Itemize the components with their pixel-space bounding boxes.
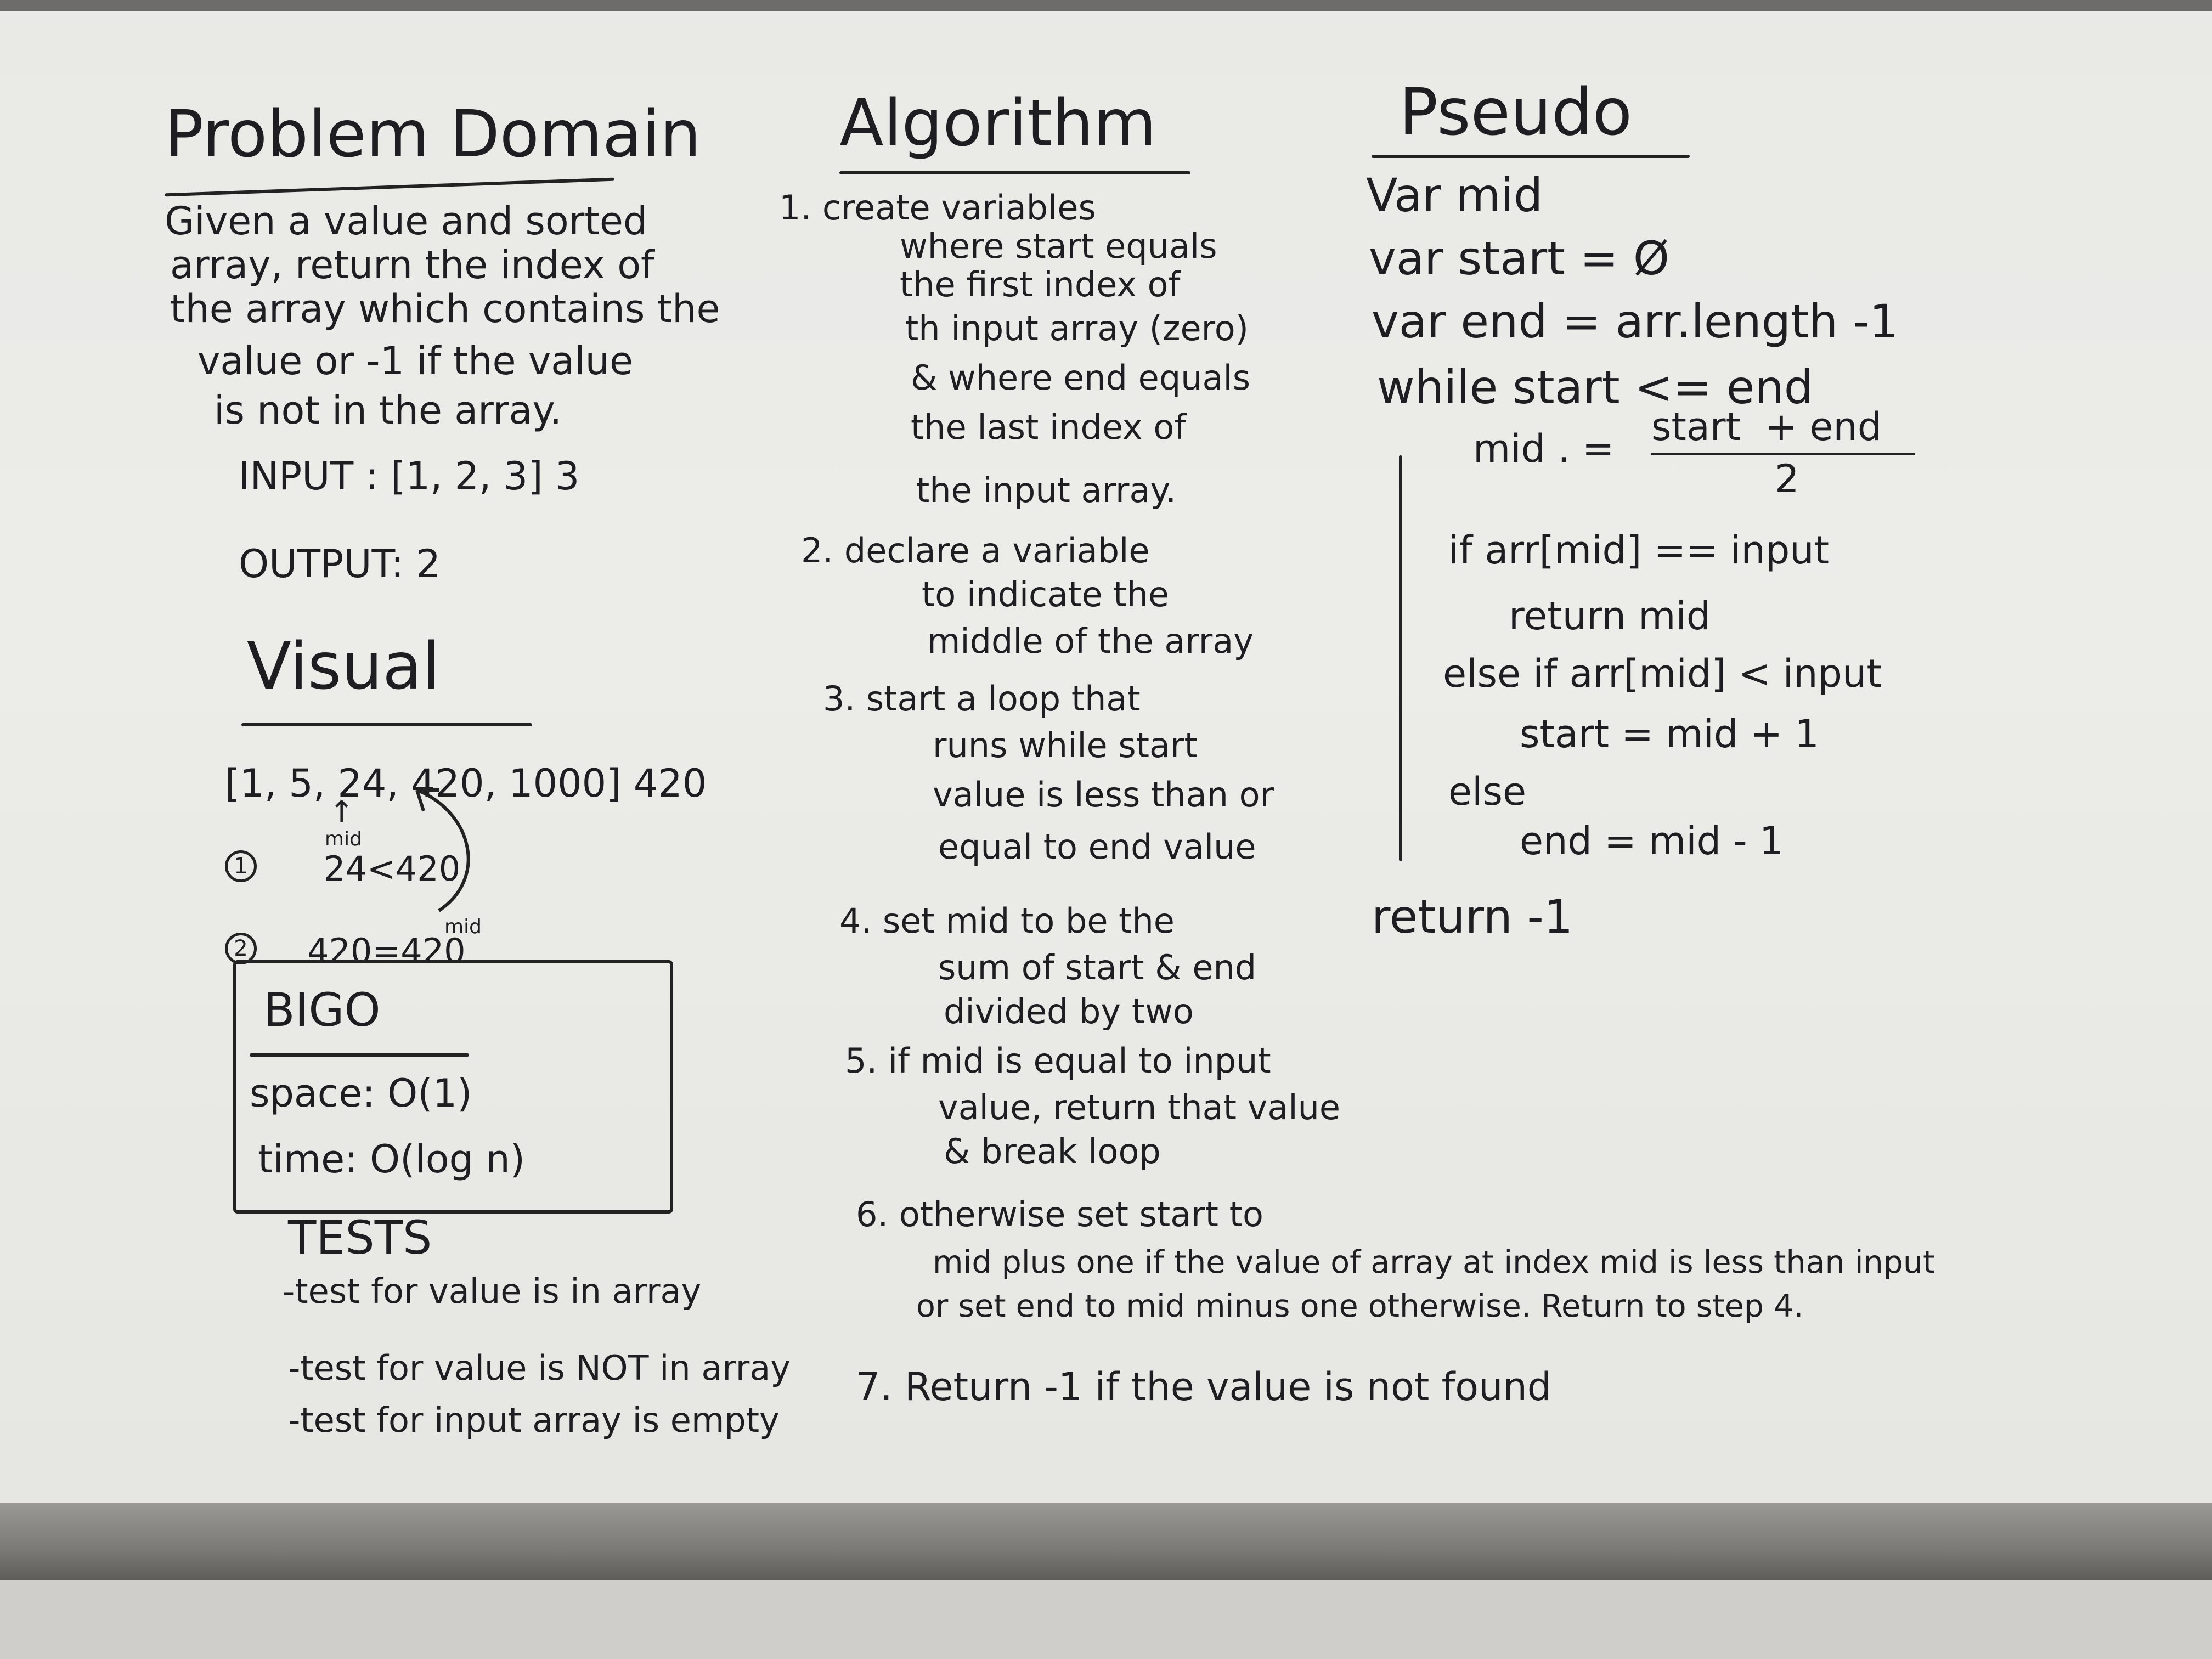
visual-array: [1, 5, 24, 420, 1000] 420 xyxy=(225,761,707,806)
problem-output: OUTPUT: 2 xyxy=(239,541,441,586)
algorithm-step-3-line-4: equal to end value xyxy=(938,827,1256,867)
pseudo-body-6: end = mid - 1 xyxy=(1520,819,1784,864)
algorithm-step-1-line-1: 1. create variables xyxy=(779,188,1096,228)
algorithm-step-1-line-4: th input array (zero) xyxy=(905,308,1249,348)
pseudo-mid-denominator: 2 xyxy=(1775,456,1799,501)
problem-domain-underline xyxy=(165,177,614,197)
algorithm-step-5-line-1: 5. if mid is equal to input xyxy=(845,1041,1271,1081)
big-o-space: space: O(1) xyxy=(250,1071,472,1116)
algorithm-step-3-line-2: runs while start xyxy=(933,725,1198,765)
problem-line-1: Given a value and sorted xyxy=(165,199,648,244)
problem-line-3: the array which contains the xyxy=(170,286,720,331)
visual-mid-label-1: mid xyxy=(325,828,362,850)
problem-domain-heading: Problem Domain xyxy=(165,96,701,172)
algorithm-step-6-line-3: or set end to mid minus one otherwise. R… xyxy=(916,1288,1804,1324)
big-o-box xyxy=(233,960,673,1214)
algorithm-step-4-line-1: 4. set mid to be the xyxy=(839,901,1175,941)
pseudo-underline xyxy=(1372,155,1690,158)
pseudo-body-3: else if arr[mid] < input xyxy=(1443,651,1882,696)
big-o-heading: BIGO xyxy=(263,983,381,1037)
visual-mid-label-2: mid xyxy=(444,916,482,938)
algorithm-step-1-line-3: the first index of xyxy=(900,264,1181,304)
pseudo-loop-bracket xyxy=(1399,455,1402,861)
algorithm-heading: Algorithm xyxy=(839,85,1156,161)
pseudo-body-1: if arr[mid] == input xyxy=(1448,528,1830,573)
algorithm-step-4-line-2: sum of start & end xyxy=(938,947,1257,988)
pseudo-body-5: else xyxy=(1448,769,1527,814)
algorithm-underline xyxy=(839,171,1190,174)
algorithm-step-6-line-1: 6. otherwise set start to xyxy=(856,1194,1263,1234)
algorithm-step-3-line-1: 3. start a loop that xyxy=(823,679,1141,719)
visual-curve-arrow xyxy=(415,788,470,912)
floor-strip xyxy=(0,1580,2212,1659)
visual-underline xyxy=(241,723,532,726)
problem-line-2: array, return the index of xyxy=(170,242,654,287)
algorithm-step-2-line-1: 2. declare a variable xyxy=(801,531,1150,571)
test-item-2: -test for value is NOT in array xyxy=(288,1348,791,1388)
pseudo-body-4: start = mid + 1 xyxy=(1520,712,1819,757)
marker-tray xyxy=(0,1503,2212,1580)
algorithm-step-2-line-2: to indicate the xyxy=(922,574,1170,614)
algorithm-step-3-line-3: value is less than or xyxy=(933,775,1274,815)
pseudo-mid-numerator: start + end xyxy=(1651,404,1882,449)
problem-line-4: value or -1 if the value xyxy=(198,338,634,383)
big-o-time: time: O(log n) xyxy=(258,1137,526,1182)
pseudo-line-4: while start <= end xyxy=(1377,360,1814,414)
test-item-3: -test for input array is empty xyxy=(288,1400,780,1440)
visual-step-1: 24<420 xyxy=(324,849,461,889)
visual-step-2: 420=420 xyxy=(307,931,466,971)
pseudo-line-2: var start = Ø xyxy=(1369,232,1669,285)
whiteboard: Problem Domain Given a value and sorted … xyxy=(0,11,2212,1503)
problem-line-5: is not in the array. xyxy=(214,388,562,433)
algorithm-step-7: 7. Return -1 if the value is not found xyxy=(856,1364,1552,1409)
visual-heading: Visual xyxy=(247,628,441,704)
pseudo-body-2: return mid xyxy=(1509,594,1711,639)
big-o-underline xyxy=(250,1053,469,1057)
test-item-1: -test for value is in array xyxy=(283,1271,702,1311)
mid-pointer-arrow: ↑ xyxy=(329,794,354,829)
pseudo-line-1: Var mid xyxy=(1366,168,1543,222)
pseudo-line-3: var end = arr.length -1 xyxy=(1372,295,1899,348)
pseudo-heading: Pseudo xyxy=(1399,74,1633,150)
algorithm-step-1-line-2: where start equals xyxy=(900,226,1217,266)
algorithm-step-1-line-5: & where end equals xyxy=(911,358,1251,398)
tests-heading: TESTS xyxy=(288,1211,432,1265)
algorithm-step-1-line-6: the last index of xyxy=(911,407,1187,447)
algorithm-step-5-line-3: & break loop xyxy=(944,1131,1161,1171)
algorithm-step-4-line-3: divided by two xyxy=(944,991,1194,1031)
algorithm-step-6-line-2: mid plus one if the value of array at in… xyxy=(933,1244,1936,1280)
visual-step-1-marker: 1 xyxy=(225,850,257,882)
algorithm-step-5-line-2: value, return that value xyxy=(938,1087,1341,1127)
algorithm-step-1-line-7: the input array. xyxy=(916,470,1177,510)
algorithm-step-2-line-3: middle of the array xyxy=(927,621,1254,661)
pseudo-mid-fraction-bar xyxy=(1651,453,1915,455)
pseudo-mid-lhs: mid . = xyxy=(1473,426,1615,471)
problem-input: INPUT : [1, 2, 3] 3 xyxy=(239,454,580,499)
pseudo-return: return -1 xyxy=(1372,890,1573,944)
